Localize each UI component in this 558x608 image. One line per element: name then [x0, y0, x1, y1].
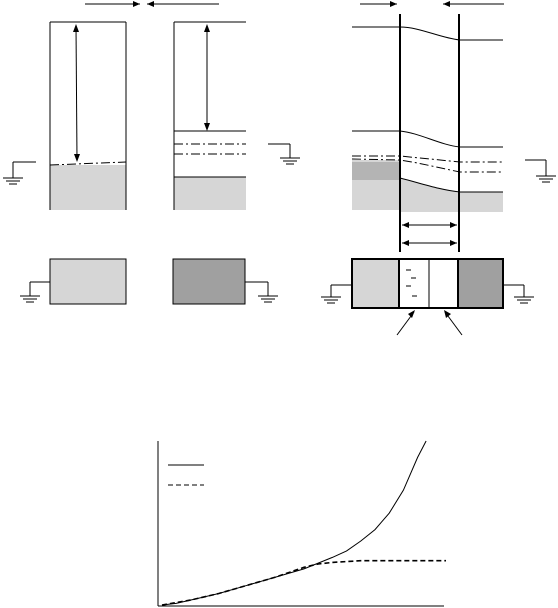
- series-line-solid: [161, 440, 427, 606]
- arrow-head: [73, 24, 79, 32]
- region-right-fill: [400, 178, 503, 212]
- vacuum-level: [352, 26, 503, 41]
- series-layer: [161, 440, 446, 606]
- metal-fill-region: [50, 165, 126, 210]
- arrow-head: [74, 154, 80, 162]
- fermi-level: [49, 161, 127, 166]
- arrow-head: [450, 240, 457, 246]
- energy-diagram-middle: [147, 1, 300, 210]
- double-arrow-icon: [75, 25, 78, 161]
- ground-symbol-icon: [245, 281, 278, 303]
- iv-chart: [157, 440, 446, 607]
- junction-right-region: [458, 260, 502, 307]
- arrow-head: [133, 1, 140, 7]
- ground-symbol-icon: [503, 284, 534, 304]
- series-line-dashed: [161, 559, 446, 606]
- arrow-head: [402, 240, 409, 246]
- space-charge-marks: [406, 269, 417, 297]
- arrow-head: [204, 123, 210, 131]
- junction-band-diagram: [351, 1, 556, 252]
- arrow-head: [204, 24, 210, 32]
- arrow-head: [408, 310, 415, 318]
- ground-symbol-icon: [268, 143, 300, 165]
- ground-symbol-icon: [3, 161, 36, 185]
- ground-symbol-icon: [321, 284, 352, 304]
- arrow-head: [443, 1, 450, 7]
- block-left: [20, 258, 127, 305]
- fermi-level: [352, 155, 503, 163]
- region-left-band: [352, 162, 400, 180]
- arrow-head: [450, 222, 457, 228]
- arrow-head: [147, 1, 154, 7]
- arrow-head: [444, 310, 451, 318]
- arrow-head: [402, 222, 409, 228]
- arrow-head: [390, 1, 397, 7]
- metal-fill-region: [174, 177, 246, 210]
- ground-symbol-icon: [20, 281, 50, 303]
- conduction-band: [352, 130, 503, 148]
- semiconductor-block: [172, 258, 246, 305]
- block-junction: [321, 258, 534, 336]
- metal-block: [49, 258, 127, 305]
- ground-symbol-icon: [525, 159, 556, 183]
- junction-left-region: [353, 260, 399, 307]
- block-middle: [172, 258, 278, 305]
- energy-diagram-left: [3, 1, 140, 210]
